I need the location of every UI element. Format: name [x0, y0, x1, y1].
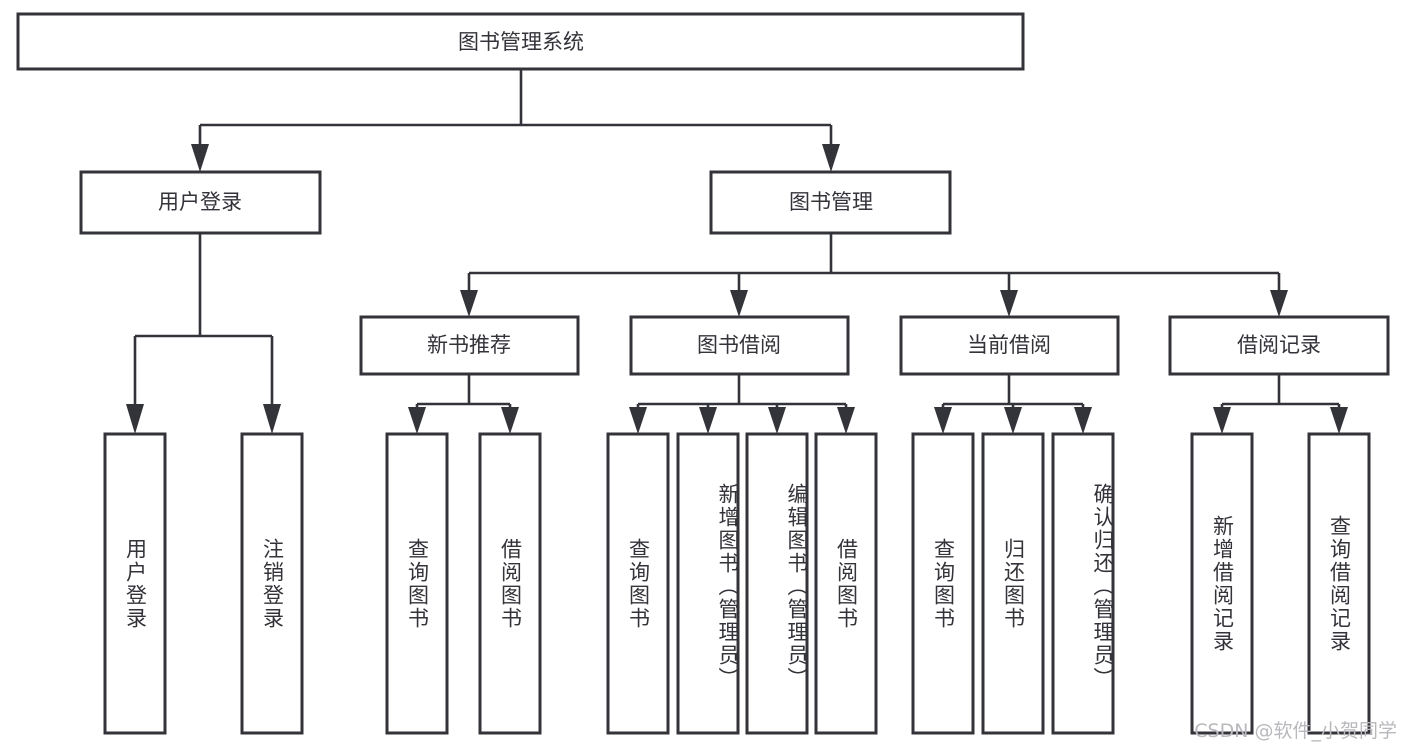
node-new-book-recommend-box[interactable] [359, 315, 580, 376]
node-root-box[interactable] [16, 12, 1025, 71]
node-root-label: 图书管理系统 [458, 30, 584, 54]
node-leaf-user-login-box[interactable] [103, 432, 167, 735]
arrowhead-leaf-return-book [1004, 407, 1022, 434]
node-user-login-label: 用户登录 [158, 190, 242, 214]
arrowhead-leaf-borrow-book-2 [837, 407, 855, 434]
node-user-login[interactable]: 用户登录 [79, 170, 322, 235]
node-leaf-query-book-3-box[interactable] [911, 432, 975, 735]
node-leaf-query-book-2-box[interactable] [606, 432, 670, 735]
node-new-book-recommend-label: 新书推荐 [427, 333, 511, 357]
arrowhead-book-management [822, 144, 840, 172]
node-root[interactable]: 图书管理系统 [16, 12, 1025, 71]
watermark-text: CSDN @软件_小贺同学 [1194, 720, 1397, 742]
node-borrow-record-box[interactable] [1168, 315, 1390, 376]
node-leaf-logout-login-box[interactable] [240, 432, 304, 735]
node-book-borrow-label: 图书借阅 [697, 333, 781, 357]
connector-group-user-login [126, 233, 281, 434]
arrowhead-borrow-record [1270, 290, 1288, 317]
node-leaf-edit-book-box[interactable] [745, 432, 809, 735]
arrowhead-user-login [191, 144, 209, 172]
node-borrow-record[interactable]: 借阅记录 [1168, 315, 1390, 376]
arrowhead-current-borrow [1000, 290, 1018, 317]
node-leaf-borrow-book-1-box[interactable] [478, 432, 542, 735]
node-current-borrow-box[interactable] [899, 315, 1120, 376]
node-leaf-query-record-box[interactable] [1307, 432, 1371, 735]
arrowhead-leaf-query-record [1330, 407, 1348, 434]
node-book-borrow[interactable]: 图书借阅 [629, 315, 850, 376]
node-user-login-box[interactable] [79, 170, 322, 235]
node-borrow-record-label: 借阅记录 [1237, 333, 1321, 357]
arrowhead-book-borrow [730, 290, 748, 317]
arrowhead-leaf-logout-login [263, 404, 281, 434]
arrowhead-leaf-query-book-2 [629, 407, 647, 434]
connector-group-borrow-record [1213, 374, 1348, 434]
connector-group-book-borrow [629, 374, 855, 434]
node-book-borrow-box[interactable] [629, 315, 850, 376]
connector-group-current-borrow [934, 374, 1092, 434]
node-leaf-add-record-box[interactable] [1190, 432, 1254, 735]
node-leaf-return-book-box[interactable] [981, 432, 1045, 735]
arrowhead-leaf-add-book [699, 407, 717, 434]
arrowhead-leaf-borrow-book-1 [501, 407, 519, 434]
connector-group-new-book-recommend [408, 374, 519, 434]
node-new-book-recommend[interactable]: 新书推荐 [359, 315, 580, 376]
connector-group-book-management [460, 233, 1288, 317]
arrowhead-leaf-user-login [126, 404, 144, 434]
node-book-management-box[interactable] [709, 170, 952, 235]
node-leaf-borrow-book-2-box[interactable] [814, 432, 878, 735]
node-book-management[interactable]: 图书管理 [709, 170, 952, 235]
node-current-borrow[interactable]: 当前借阅 [899, 315, 1120, 376]
node-leaf-add-book-box[interactable] [676, 432, 740, 735]
connector-group-root [191, 69, 840, 172]
node-leaf-query-book-1-box[interactable] [385, 432, 449, 735]
arrowhead-leaf-edit-book [768, 407, 786, 434]
node-leaf-confirm-return-box[interactable] [1051, 432, 1115, 735]
arrowhead-leaf-add-record [1213, 407, 1231, 434]
node-book-management-label: 图书管理 [789, 190, 873, 214]
arrowhead-leaf-confirm-return [1074, 407, 1092, 434]
arrowhead-new-book-recommend [460, 290, 478, 317]
arrowhead-leaf-query-book-3 [934, 407, 952, 434]
arrowhead-leaf-query-book-1 [408, 407, 426, 434]
node-current-borrow-label: 当前借阅 [967, 333, 1051, 357]
